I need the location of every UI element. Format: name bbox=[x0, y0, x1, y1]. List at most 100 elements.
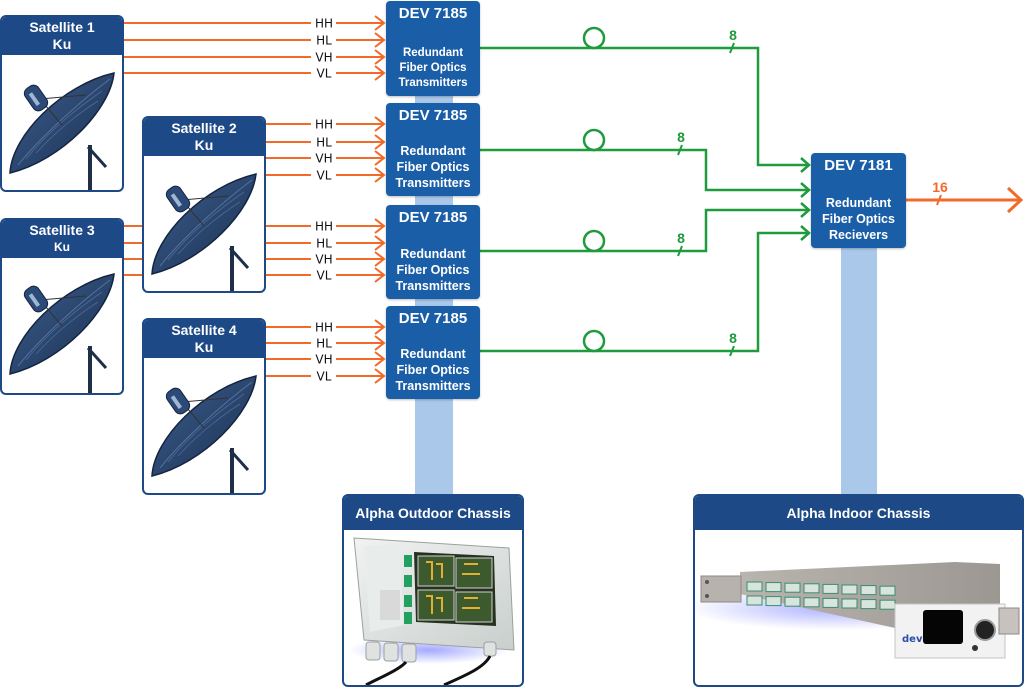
polarization-label: HH bbox=[315, 220, 333, 234]
device-model: DEV 7185 bbox=[398, 310, 468, 327]
desc-line: Transmitters bbox=[398, 77, 468, 89]
device-description: Redundant Fiber Optics Transmitters bbox=[386, 346, 480, 394]
arrowhead-icon bbox=[374, 65, 386, 81]
arrowhead-icon bbox=[374, 218, 386, 234]
polarization-label: VL bbox=[317, 169, 332, 183]
desc-line: Fiber Optics bbox=[822, 212, 895, 226]
satellite-title: Satellite 3 bbox=[29, 222, 95, 238]
polarization-label: HH bbox=[315, 321, 333, 335]
satellite-card-header: Satellite 2 Ku bbox=[144, 118, 264, 156]
polarization-label: VL bbox=[317, 269, 332, 283]
polarization-label: VH bbox=[315, 353, 332, 367]
outdoor-chassis-image bbox=[344, 530, 522, 685]
polarization-label: HH bbox=[315, 17, 333, 31]
satellite-dish-icon bbox=[144, 156, 264, 291]
satellite-dish-icon bbox=[2, 55, 122, 190]
satellite-title: Satellite 1 bbox=[29, 19, 95, 35]
arrowhead-icon bbox=[374, 235, 386, 251]
transmitter-2[interactable]: DEV 7185 Redundant Fiber Optics Transmit… bbox=[386, 103, 480, 196]
outdoor-chassis-title: Alpha Outdoor Chassis bbox=[344, 496, 522, 530]
polarization-label: HL bbox=[316, 337, 332, 351]
fiber-count-label: 8 bbox=[677, 230, 685, 246]
output-line: 16 bbox=[906, 179, 1024, 214]
device-model: DEV 7185 bbox=[398, 209, 468, 226]
satellite-card-header: Satellite 3 Ku bbox=[2, 220, 122, 258]
desc-line: Redundant bbox=[400, 144, 466, 158]
arrowhead-icon bbox=[374, 134, 386, 150]
output-count-label: 16 bbox=[932, 179, 948, 195]
device-description: Redundant Fiber Optics Transmitters bbox=[386, 143, 480, 191]
arrowhead-icon bbox=[800, 157, 811, 173]
device-model: DEV 7181 bbox=[824, 157, 893, 174]
arrowhead-icon bbox=[374, 267, 386, 283]
satellite-card-4: Satellite 4 Ku bbox=[142, 318, 266, 495]
polarization-label: VL bbox=[317, 67, 332, 81]
bundle-tick bbox=[677, 144, 683, 156]
transmitter-1[interactable]: DEV 7185 Redundant Fiber Optics Transmit… bbox=[386, 1, 480, 96]
fiber-loop-icon bbox=[582, 229, 606, 253]
satellite-dish-icon bbox=[2, 256, 122, 393]
device-description: Redundant Fiber Optics Recievers bbox=[811, 195, 906, 243]
arrowhead-icon bbox=[374, 251, 386, 267]
fiber-count-label: 8 bbox=[729, 27, 737, 43]
arrowhead-icon bbox=[374, 32, 386, 48]
arrowhead-icon bbox=[374, 150, 386, 166]
desc-line: Transmitters bbox=[395, 379, 471, 393]
fiber-count-label: 8 bbox=[729, 330, 737, 346]
outdoor-chassis-card: Alpha Outdoor Chassis bbox=[342, 494, 524, 687]
satellite-band: Ku bbox=[52, 36, 72, 52]
desc-line: Redundant bbox=[400, 347, 466, 361]
transmitter-4[interactable]: DEV 7185 Redundant Fiber Optics Transmit… bbox=[386, 306, 480, 399]
satellite-card-1: Satellite 1 Ku bbox=[0, 15, 124, 192]
indoor-chassis-card: Alpha Indoor Chassis d bbox=[693, 494, 1024, 687]
fiber-port bbox=[879, 585, 896, 596]
device-description: Redundant Fiber Optics Transmitters bbox=[386, 246, 480, 294]
satellite-band: Ku bbox=[194, 137, 214, 153]
fiber-port bbox=[822, 583, 839, 594]
fiber-port bbox=[765, 582, 782, 593]
satellite-band: Ku bbox=[194, 339, 214, 355]
desc-line: Redundant bbox=[825, 196, 892, 210]
fiber-port bbox=[746, 595, 763, 606]
desc-line: Transmitters bbox=[395, 176, 471, 190]
arrowhead-icon bbox=[374, 368, 386, 384]
fiber-loop-icon bbox=[582, 26, 606, 50]
fiber-line bbox=[480, 231, 808, 353]
fiber-port bbox=[879, 599, 896, 610]
desc-line: Redundant bbox=[402, 47, 464, 59]
fiber-port bbox=[803, 583, 820, 594]
satellite-card-2: Satellite 2 Ku bbox=[142, 116, 266, 293]
fiber-ports bbox=[746, 581, 896, 610]
arrowhead-icon bbox=[374, 167, 386, 183]
transmitter-3[interactable]: DEV 7185 Redundant Fiber Optics Transmit… bbox=[386, 205, 480, 299]
polarization-label: HL bbox=[316, 237, 332, 251]
satellite-card-header: Satellite 4 Ku bbox=[144, 320, 264, 358]
fiber-port bbox=[860, 599, 877, 610]
arrowhead-icon bbox=[800, 202, 811, 218]
polarization-label: HH bbox=[315, 118, 333, 132]
polarization-label: HL bbox=[316, 136, 332, 150]
desc-line: Redundant bbox=[400, 247, 466, 261]
satellite-title: Satellite 2 bbox=[171, 120, 237, 136]
fiber-port bbox=[841, 584, 858, 595]
polarization-label: VL bbox=[317, 370, 332, 384]
arrowhead-icon bbox=[374, 319, 386, 335]
desc-line: Fiber Optics bbox=[399, 62, 467, 74]
satellite-card-header: Satellite 1 Ku bbox=[2, 17, 122, 55]
satellite-card-3: Satellite 3 Ku bbox=[0, 218, 124, 395]
dev-logo-icon: dev bbox=[902, 634, 923, 645]
receiver[interactable]: DEV 7181 Redundant Fiber Optics Reciever… bbox=[811, 153, 906, 248]
satellite-band: Ku bbox=[54, 240, 70, 254]
desc-line: Fiber Optics bbox=[396, 363, 470, 377]
fiber-port bbox=[784, 596, 801, 607]
arrowhead-icon bbox=[1006, 186, 1024, 214]
bundle-tick bbox=[729, 42, 735, 54]
polarization-label: VH bbox=[315, 152, 332, 166]
arrowhead-icon bbox=[374, 15, 386, 31]
arrowhead-icon bbox=[800, 182, 811, 198]
indoor-chassis-pillar bbox=[841, 246, 877, 494]
polarization-label: HL bbox=[316, 34, 332, 48]
